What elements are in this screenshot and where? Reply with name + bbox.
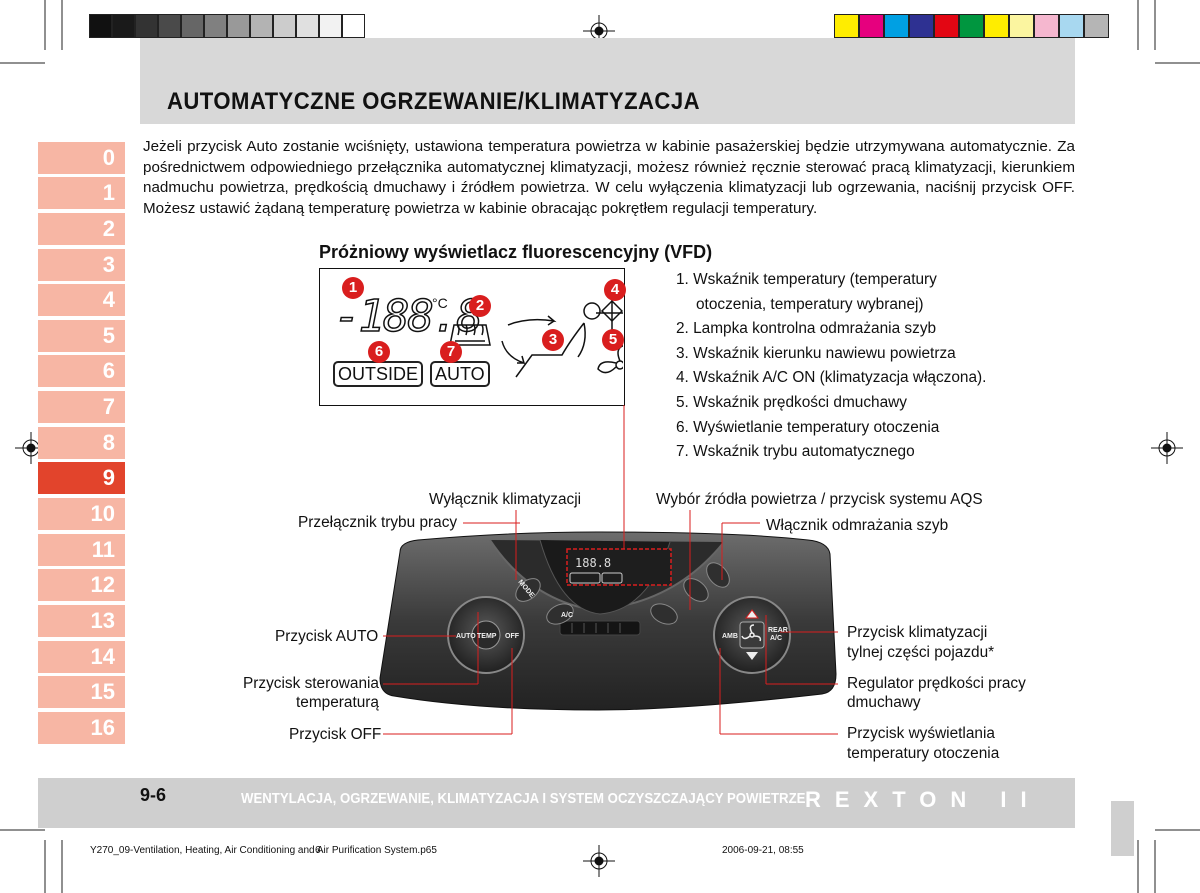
callout-air-source: Wybór źródła powietrza / przycisk system… (656, 491, 983, 508)
legend-item-7: 7. Wskaźnik trybu automatycznego (676, 443, 915, 461)
seated-person-icon (515, 302, 601, 378)
tab-5[interactable]: 5 (38, 320, 125, 352)
tab-8[interactable]: 8 (38, 427, 125, 459)
fan-icon (597, 345, 623, 374)
tab-15[interactable]: 15 (38, 676, 125, 708)
auto-label: AUTO (430, 361, 490, 387)
panel-auto-label: AUTO (456, 633, 476, 640)
vfd-unit: °C (432, 295, 448, 311)
marker-5: 5 (602, 329, 624, 351)
legend-item-1-cont: otoczenia, temperatury wybranej) (696, 295, 924, 313)
callout-rear-line2: tylnej części pojazdu* (847, 644, 995, 661)
file-name: Y270_09-Ventilation, Heating, Air Condit… (90, 845, 437, 856)
tab-9-active[interactable]: 9 (38, 462, 125, 494)
marker-3: 3 (542, 329, 564, 351)
callout-fan-line1: Regulator prędkości pracy (847, 675, 1026, 692)
legend-item-4: 4. Wskaźnik A/C ON (klimatyzacja włączon… (676, 369, 987, 387)
callout-mode-switch: Przełącznik trybu pracy (298, 514, 458, 531)
print-date: 2006-09-21, 08:55 (722, 845, 804, 856)
panel-amb-label: AMB (722, 633, 738, 640)
title-band (140, 38, 1075, 124)
mini-display-digits: 188.8 (575, 556, 611, 570)
page-number: 9-6 (140, 785, 167, 805)
gray-block (1111, 801, 1134, 856)
airflow-arrow-down-icon (501, 340, 526, 365)
callout-off-button: Przycisk OFF (289, 726, 382, 743)
tab-10[interactable]: 10 (38, 498, 125, 530)
intro-paragraph: Jeżeli przycisk Auto zostanie wciśnięty,… (143, 138, 1075, 217)
legend-item-6: 6. Wyświetlanie temperatury otoczenia (676, 418, 940, 436)
vfd-subtitle: Próżniowy wyświetlacz fluorescencyjny (V… (319, 242, 713, 262)
marker-1: 1 (342, 277, 364, 299)
callout-amb-line1: Przycisk wyświetlania (847, 725, 995, 742)
legend-item-5: 5. Wskaźnik prędkości dmuchawy (676, 393, 907, 411)
tab-2[interactable]: 2 (38, 213, 125, 245)
legend-item-3: 3. Wskaźnik kierunku nawiewu powietrza (676, 344, 956, 362)
tab-14[interactable]: 14 (38, 641, 125, 673)
chapter-title: WENTYLACJA, OGRZEWANIE, KLIMATYZACJA I S… (241, 790, 806, 807)
marker-6: 6 (368, 341, 390, 363)
marker-4: 4 (604, 279, 626, 301)
callout-temp-line1: Przycisk sterowania (243, 675, 379, 692)
print-page-mark: 6 (315, 845, 321, 856)
panel-ac-label: A/C (561, 612, 573, 619)
vfd-legend: 1. Wskaźnik temperatury (temperatury oto… (676, 268, 986, 465)
defrost-icon (449, 324, 491, 346)
registration-mark-icon (583, 15, 615, 47)
callout-temp-line2: temperaturą (296, 694, 379, 711)
airflow-arrow-icon (507, 315, 557, 326)
tab-1[interactable]: 1 (38, 177, 125, 209)
callout-defrost: Włącznik odmrażania szyb (766, 517, 949, 534)
tab-3[interactable]: 3 (38, 249, 125, 281)
vfd-display: -188.8 °C OUTSIDE AUTO 1 (319, 268, 626, 406)
panel-temp-label: TEMP (477, 633, 497, 640)
callout-auto-button: Przycisk AUTO (275, 628, 379, 645)
registration-mark-icon (583, 845, 615, 877)
registration-mark-icon (1151, 432, 1183, 464)
marker-2: 2 (469, 295, 491, 317)
callout-ac-switch: Wyłącznik klimatyzacji (429, 491, 582, 508)
callout-amb-line2: temperatury otoczenia (847, 745, 1000, 762)
legend-item-1: 1. Wskaźnik temperatury (temperatury (676, 271, 937, 288)
page-title: AUTOMATYCZNE OGRZEWANIE/KLIMATYZACJA (167, 88, 700, 115)
tab-6[interactable]: 6 (38, 355, 125, 387)
marker-7: 7 (440, 341, 462, 363)
tab-13[interactable]: 13 (38, 605, 125, 637)
tab-11[interactable]: 11 (38, 534, 125, 566)
tab-0[interactable]: 0 (38, 142, 125, 174)
tab-16[interactable]: 16 (38, 712, 125, 744)
panel-off-label: OFF (505, 633, 520, 640)
panel-rear-ac-label: REAR (768, 627, 788, 634)
callout-rear-line1: Przycisk klimatyzacji (847, 624, 988, 641)
brand-logo: REXTON II (805, 787, 1041, 812)
callout-fan-line2: dmuchawy (847, 694, 921, 711)
fan-icon (741, 624, 762, 642)
legend-item-2: 2. Lampka kontrolna odmrażania szyb (676, 320, 937, 338)
svg-text:A/C: A/C (770, 635, 782, 642)
tab-12[interactable]: 12 (38, 569, 125, 601)
footer-band (38, 778, 1075, 828)
tab-7[interactable]: 7 (38, 391, 125, 423)
tab-4[interactable]: 4 (38, 284, 125, 316)
